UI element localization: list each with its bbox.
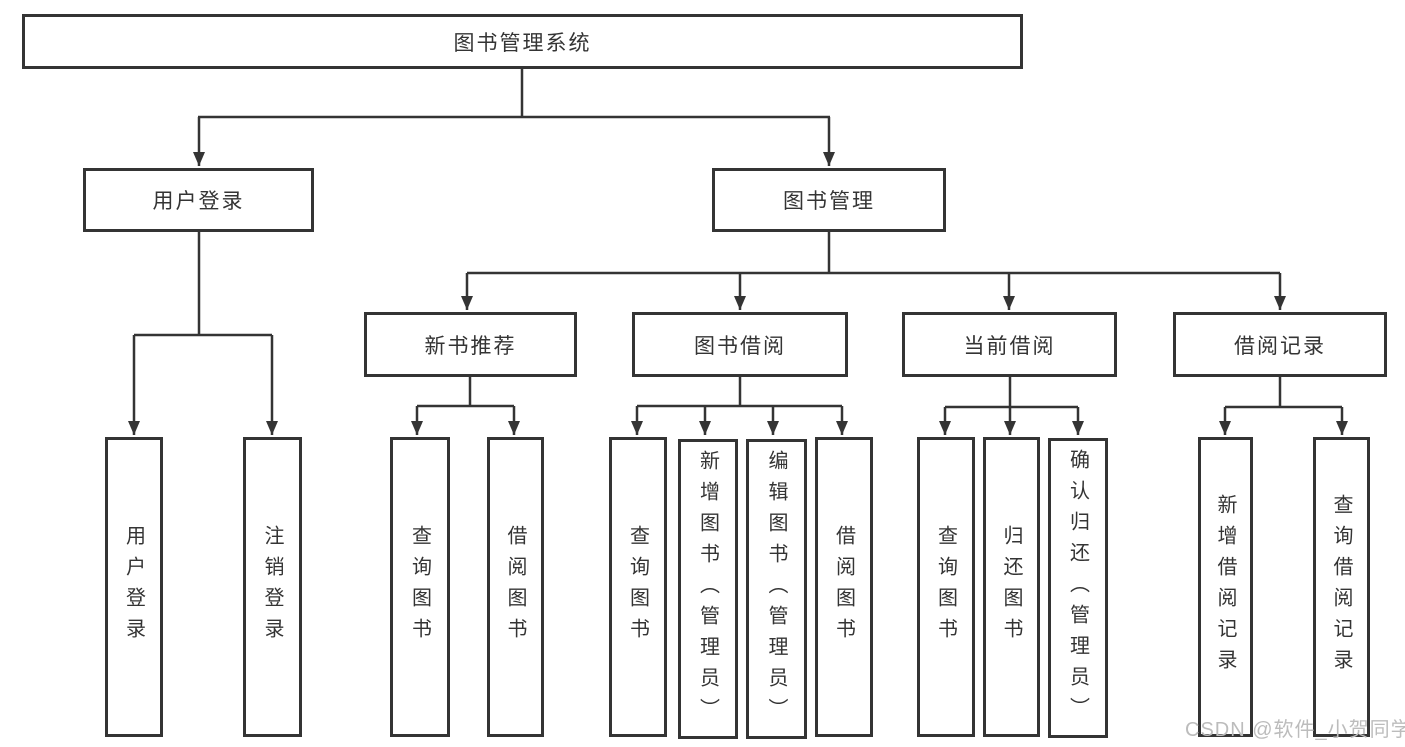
leaf-borrow-borrow-books-label: 借阅图书 (832, 525, 855, 649)
leaf-records-query-record: 查询借阅记录 (1313, 437, 1370, 737)
leaf-borrow-add-books-admin: 新增图书（管理员） (678, 439, 738, 739)
leaf-logout: 注销登录 (243, 437, 302, 737)
leaf-newbook-borrow-books: 借阅图书 (487, 437, 544, 737)
leaf-borrow-edit-books-admin-label: 编辑图书（管理员） (765, 449, 787, 729)
node-root: 图书管理系统 (22, 14, 1023, 69)
leaf-borrow-edit-books-admin: 编辑图书（管理员） (746, 439, 807, 739)
node-new-book-recommend-label: 新书推荐 (424, 334, 517, 358)
connector-new-book-branch (411, 377, 520, 435)
node-book-management-label: 图书管理 (783, 190, 875, 213)
node-book-borrow: 图书借阅 (632, 312, 848, 377)
node-book-borrow-label: 图书借阅 (694, 334, 786, 358)
csdn-watermark: CSDN @软件_小贺同学 (1185, 719, 1405, 741)
node-new-book-recommend: 新书推荐 (364, 312, 577, 377)
leaf-current-confirm-return-admin-label: 确认归还（管理员） (1066, 448, 1089, 728)
node-borrow-records-label: 借阅记录 (1234, 334, 1326, 358)
leaf-borrow-query-books-label: 查询图书 (626, 525, 649, 649)
connector-book-management-branch (461, 232, 1286, 310)
node-borrow-records: 借阅记录 (1173, 312, 1387, 377)
leaf-records-query-record-label: 查询借阅记录 (1330, 494, 1352, 680)
leaf-logout-label: 注销登录 (261, 525, 283, 649)
leaf-borrow-borrow-books: 借阅图书 (815, 437, 873, 737)
connector-user-login-branch (128, 232, 278, 435)
leaf-borrow-query-books: 查询图书 (609, 437, 667, 737)
leaf-current-confirm-return-admin: 确认归还（管理员） (1048, 438, 1108, 738)
leaf-current-return-books: 归还图书 (983, 437, 1040, 737)
leaf-current-return-books-label: 归还图书 (1000, 525, 1022, 649)
leaf-records-add-record-label: 新增借阅记录 (1214, 494, 1236, 680)
node-current-borrow: 当前借阅 (902, 312, 1117, 377)
node-user-login: 用户登录 (83, 168, 314, 232)
node-current-borrow-label: 当前借阅 (963, 334, 1056, 358)
leaf-newbook-borrow-books-label: 借阅图书 (504, 525, 526, 649)
connector-borrow-records-branch (1219, 377, 1348, 435)
leaf-current-query-books-label: 查询图书 (934, 525, 957, 649)
leaf-borrow-add-books-admin-label: 新增图书（管理员） (696, 449, 719, 729)
node-book-management: 图书管理 (712, 168, 946, 232)
leaf-user-login-label: 用户登录 (122, 525, 145, 649)
connector-book-borrow-branch (631, 377, 848, 435)
leaf-records-add-record: 新增借阅记录 (1198, 437, 1253, 737)
leaf-newbook-query-books: 查询图书 (390, 437, 450, 737)
leaf-current-query-books: 查询图书 (917, 437, 975, 737)
node-user-login-label: 用户登录 (152, 190, 245, 213)
connector-current-borrow-branch (939, 377, 1084, 435)
node-root-label: 图书管理系统 (453, 31, 592, 55)
leaf-newbook-query-books-label: 查询图书 (408, 525, 431, 649)
leaf-user-login: 用户登录 (105, 437, 163, 737)
connector-root-branch (193, 69, 835, 166)
